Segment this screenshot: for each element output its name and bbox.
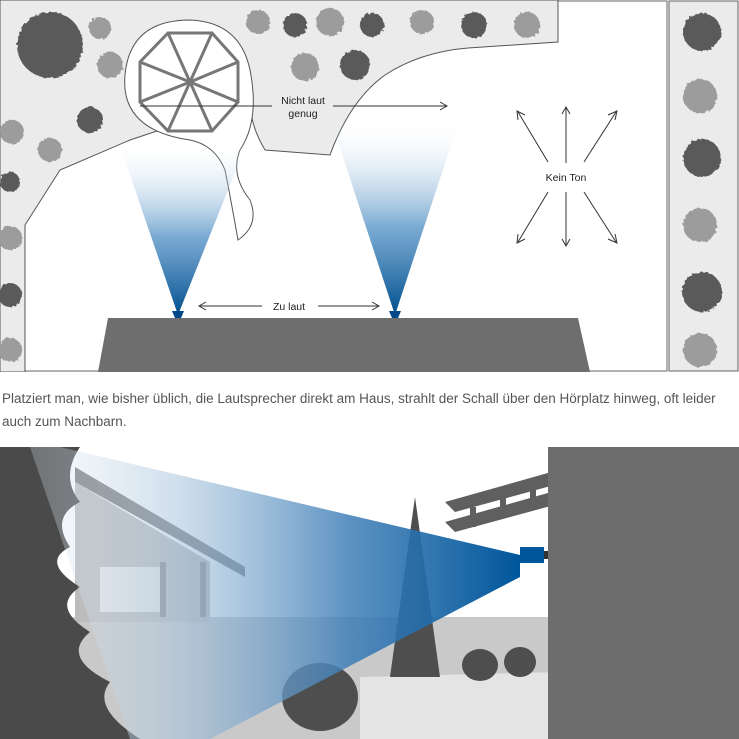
- label-not-loud-line1: Nicht laut: [281, 95, 325, 107]
- neighbour-hedge-strip: [668, 0, 739, 372]
- no-sound-arrows: [516, 105, 618, 248]
- tree-icon: [0, 338, 22, 362]
- sound-beam-left: [118, 140, 248, 315]
- tree-icon: [0, 120, 24, 144]
- tree-icon: [97, 52, 123, 78]
- tree-icon: [360, 13, 384, 37]
- tree-icon: [0, 283, 22, 307]
- sound-beam: [30, 447, 520, 739]
- tree-icon: [316, 8, 344, 36]
- tree-group: [0, 8, 722, 367]
- tree-icon: [0, 172, 20, 192]
- tree-icon: [461, 12, 487, 38]
- garden-sound-diagram: Nicht laut genug Zu laut Kein Ton: [0, 0, 739, 372]
- tree-icon: [682, 272, 722, 312]
- tree-icon: [683, 333, 717, 367]
- house-wall: [548, 447, 739, 739]
- tree-icon: [283, 13, 307, 37]
- speaker-right: [389, 311, 401, 318]
- label-not-loud-line2: genug: [288, 108, 317, 120]
- tree-icon: [410, 10, 434, 34]
- tree-icon: [38, 138, 62, 162]
- label-too-loud: Zu laut: [273, 301, 305, 313]
- label-no-sound: Kein Ton: [546, 172, 587, 184]
- house: [98, 318, 590, 372]
- sound-beam-right: [330, 118, 460, 315]
- caption: Platziert man, wie bisher üblich, die La…: [2, 391, 716, 429]
- foreground-foliage: [0, 447, 140, 739]
- speaker-left: [172, 311, 184, 318]
- tree-icon: [514, 12, 540, 38]
- tree-icon: [77, 107, 103, 133]
- not-loud-enough-arrow: [140, 101, 449, 111]
- tree-icon: [683, 208, 717, 242]
- parasol-icon: [138, 31, 240, 133]
- tree-icon: [17, 12, 83, 78]
- tree-icon: [683, 139, 721, 177]
- tree-icon: [683, 13, 721, 51]
- tree-icon: [0, 226, 22, 250]
- tree-icon: [683, 79, 717, 113]
- tree-icon: [291, 53, 319, 81]
- tree-icon: [89, 17, 111, 39]
- speaker-icon: [520, 547, 548, 563]
- garden-illustration: [0, 447, 739, 739]
- too-loud-arrow: [197, 301, 381, 311]
- tree-icon: [246, 10, 270, 34]
- patio: [360, 672, 560, 739]
- tree-icon: [340, 50, 370, 80]
